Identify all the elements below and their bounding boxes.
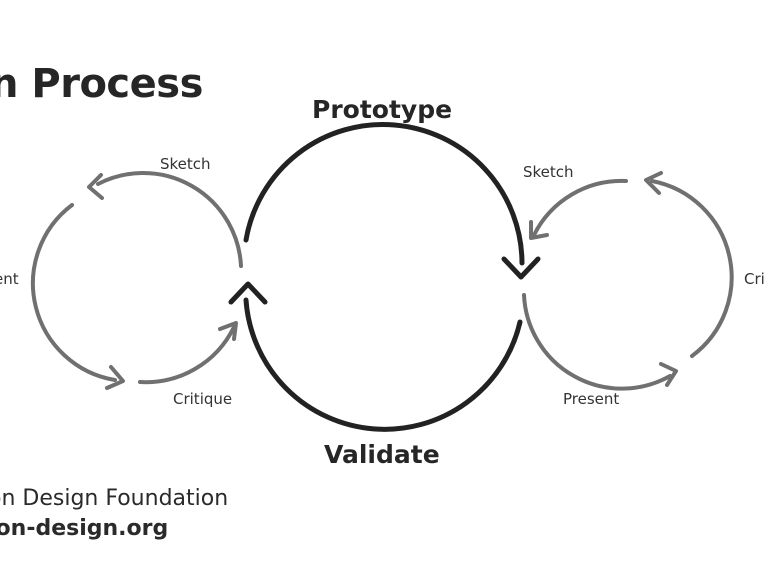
left-loop-bottom-arrowhead	[218, 321, 238, 341]
right-loop-bottom-arrowhead	[659, 362, 678, 387]
main-loop-top-arc	[243, 122, 525, 266]
left-loop-critique-label: Critique	[173, 390, 233, 408]
right-loop-top-arc	[532, 178, 628, 237]
page-title: n Process	[0, 61, 203, 107]
prototype-label: Prototype	[312, 95, 453, 124]
main-loop-bottom-arrowhead	[228, 281, 268, 305]
left-loop-left-arrowhead	[105, 365, 125, 390]
footer-organization: on Design Foundation	[0, 486, 229, 511]
right-loop-sketch-label: Sketch	[523, 163, 574, 181]
left-loop-present-label: ent	[0, 270, 19, 288]
right-loop-right-arc	[650, 179, 734, 358]
right-loop-right-arrowhead	[644, 171, 663, 195]
right-loop-present-label: Present	[563, 390, 620, 408]
right-loop-top-arrowhead	[529, 220, 549, 240]
validate-label: Validate	[324, 440, 440, 469]
main-loop-top-arrowhead	[501, 256, 541, 280]
left-loop-left-arc	[30, 203, 117, 382]
left-loop-top-arc	[96, 171, 243, 268]
main-loop-bottom-arc	[243, 297, 523, 432]
footer-url: ion-design.org	[0, 516, 169, 541]
right-loop-bottom-arc	[522, 293, 672, 391]
left-loop-sketch-label: Sketch	[160, 155, 211, 173]
left-loop-top-arrowhead	[87, 173, 104, 200]
right-loop-critique-label: Cri	[744, 270, 765, 288]
left-loop-bottom-arc	[138, 325, 236, 385]
